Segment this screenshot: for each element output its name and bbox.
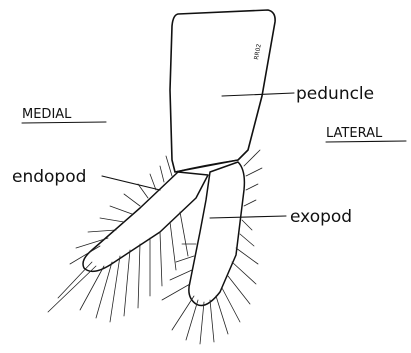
medial-label: MEDIAL [22, 107, 72, 122]
exopod-label: exopod [290, 207, 352, 227]
peduncle-label: peduncle [296, 84, 374, 104]
lateral-underline [326, 141, 406, 142]
peduncle-outline [170, 10, 275, 172]
exopod-setae [162, 150, 262, 344]
medial-underline [22, 122, 106, 123]
exopod-leader [210, 216, 286, 218]
peduncle-leader [222, 93, 294, 96]
lateral-label: LATERAL [326, 126, 383, 141]
exopod-outline [189, 162, 245, 306]
endopod-label: endopod [12, 167, 86, 187]
signature-mark: RR02 [253, 43, 263, 60]
